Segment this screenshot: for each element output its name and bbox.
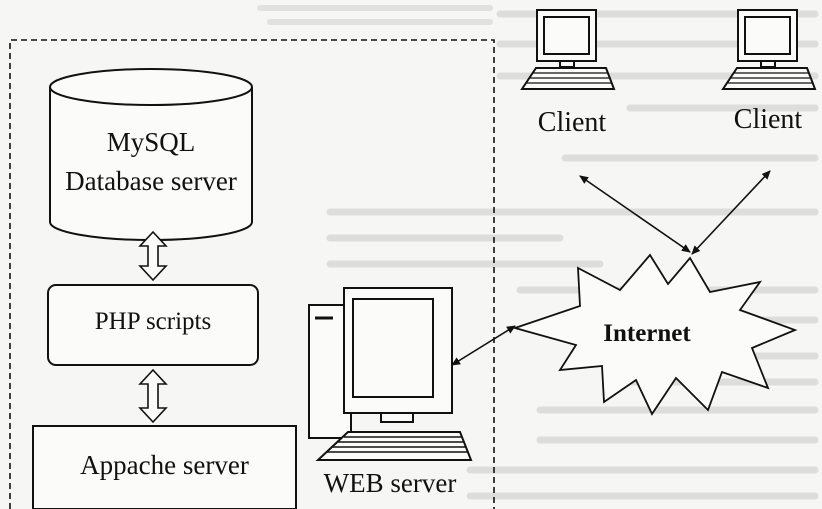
client-label-1: Client [537, 107, 607, 138]
client-computer-icon-2 [721, 9, 817, 90]
web-server-computer-icon [308, 287, 473, 461]
server-boundary-dashed-box [9, 39, 495, 509]
double-arrow-php-apache [138, 368, 168, 424]
web-server-label: WEB server [323, 468, 457, 498]
arrow-internet-client-1 [579, 175, 691, 253]
client-label-2: Client [733, 104, 803, 135]
connection-arrows [451, 170, 771, 366]
database-label-line2: Database server [65, 166, 237, 196]
apache-server-box [32, 425, 297, 509]
php-scripts-label: PHP scripts [94, 308, 212, 335]
apache-server-label: Appache server [80, 450, 249, 480]
database-label-line1: MySQL [106, 127, 196, 157]
double-arrow-db-php [138, 230, 168, 282]
internet-cloud-icon [511, 253, 798, 416]
arrow-webserver-internet [451, 325, 516, 366]
arrow-internet-client-2 [691, 170, 771, 255]
internet-label: Internet [603, 320, 691, 347]
php-scripts-box [47, 284, 259, 366]
database-cylinder-icon [49, 68, 253, 241]
client-computer-icon-1 [520, 9, 616, 90]
